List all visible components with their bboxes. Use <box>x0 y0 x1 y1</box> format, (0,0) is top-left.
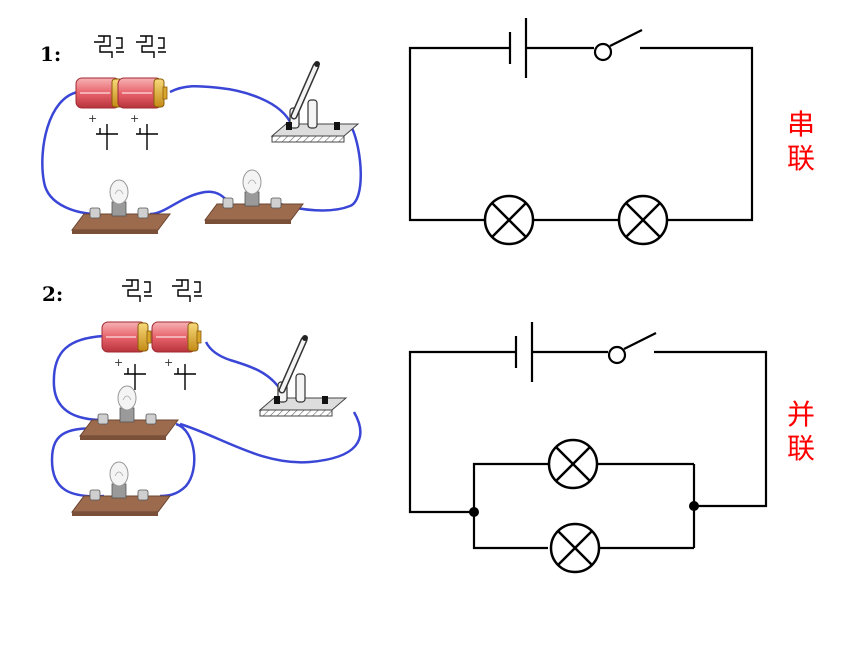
switch-pivot <box>593 42 613 62</box>
battery-symbol-mark <box>93 35 125 59</box>
series-physical-circuit <box>41 35 362 235</box>
parallel-label-char: 联 <box>786 432 815 465</box>
parallel-physical-circuit <box>50 279 362 517</box>
item-number-1: 1: <box>40 42 62 66</box>
lamp-symbol <box>617 194 669 246</box>
series-label: 串 联 <box>784 108 818 176</box>
lamp-symbol <box>483 194 535 246</box>
parallel-schematic <box>408 322 768 550</box>
bulb-on-board <box>71 461 171 517</box>
battery-sign-mark <box>173 363 197 391</box>
battery-sign-mark <box>135 123 159 151</box>
bulb-on-board <box>204 169 304 225</box>
parallel-label: 并 联 <box>784 398 818 466</box>
schematic-wire <box>408 46 510 222</box>
item-number-2: 2: <box>42 282 64 306</box>
switch-pivot <box>607 345 627 365</box>
series-label-char: 联 <box>786 142 815 175</box>
series-schematic <box>408 18 754 222</box>
schematic-wire <box>408 350 516 514</box>
switch-lever <box>609 29 643 47</box>
parallel-wire <box>50 334 362 498</box>
lamp-symbol <box>547 438 599 490</box>
knife-switch <box>272 61 358 142</box>
battery-cell <box>151 321 202 370</box>
bulb-on-board <box>71 179 171 235</box>
series-label-char: 串 <box>786 108 815 141</box>
lamp-symbol <box>549 522 601 574</box>
battery-cell <box>101 321 152 370</box>
junction-dot <box>469 507 479 517</box>
battery-cell <box>117 77 168 126</box>
battery-symbol-mark <box>135 35 167 59</box>
junction-dot <box>689 501 699 511</box>
battery-sign-mark <box>95 123 119 151</box>
series-wire <box>41 85 362 216</box>
knife-switch <box>260 335 346 416</box>
parallel-label-char: 并 <box>786 398 815 431</box>
switch-lever <box>623 332 657 350</box>
battery-symbol-mark <box>171 279 203 303</box>
bulb-on-board <box>79 385 179 441</box>
battery-symbol-mark <box>121 279 153 303</box>
